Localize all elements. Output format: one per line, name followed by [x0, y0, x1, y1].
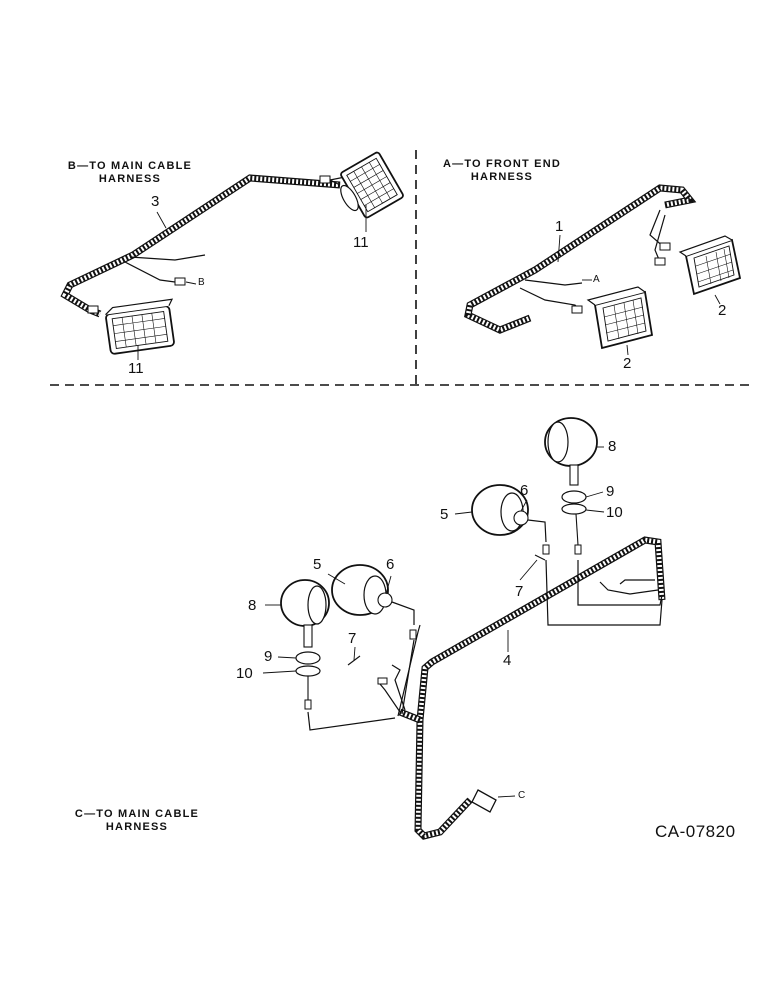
rectangular-work-lamp-icon [678, 235, 742, 296]
caption-a-line2: HARNESS [470, 171, 534, 183]
callout-8: 8 [608, 438, 617, 455]
caption-b-line2: HARNESS [98, 173, 162, 185]
leader-10 [585, 509, 605, 513]
callout-10: 10 [236, 665, 253, 682]
caption-b: B—TO MAIN CABLE HARNESS [60, 160, 200, 186]
wire-connector-icon [409, 629, 417, 640]
wire-connector-icon [574, 544, 582, 555]
leader-9 [277, 656, 297, 659]
round-flood-lamp-icon [331, 564, 415, 625]
connector-c [471, 789, 497, 813]
wire-connector-icon [377, 677, 388, 685]
leader-1 [557, 234, 561, 263]
gasket-10 [295, 665, 321, 677]
leader-b [185, 281, 197, 285]
caption-a: A—TO FRONT END HARNESS [432, 158, 572, 184]
callout-8: 8 [248, 597, 257, 614]
callout-11: 11 [353, 234, 369, 251]
mounting-plate-6 [377, 592, 393, 608]
connector-a [571, 305, 583, 314]
leader-2 [626, 344, 629, 356]
leader-9 [585, 491, 604, 498]
callout-2: 2 [718, 302, 727, 319]
rectangular-work-lamp-icon [586, 286, 654, 350]
caption-c-line2: HARNESS [105, 821, 169, 833]
callout-c: C [518, 790, 526, 801]
leader-10 [262, 670, 297, 674]
callout-1: 1 [555, 218, 564, 235]
callout-7: 7 [515, 583, 524, 600]
callout-5: 5 [440, 506, 449, 523]
connector-b [174, 277, 186, 286]
round-flood-lamp-icon [544, 417, 598, 546]
leader-2 [714, 294, 721, 305]
caption-b-line1: B—TO MAIN CABLE [67, 160, 193, 172]
harness-1 [464, 184, 697, 334]
wire-connector-icon [542, 544, 550, 555]
wire-connector-icon [659, 242, 671, 251]
leader-5 [454, 511, 473, 515]
wire-connector-icon [319, 175, 331, 184]
harness-3 [60, 174, 351, 318]
caption-c-line1: C—TO MAIN CABLE [74, 808, 200, 820]
round-flood-lamp-icon [280, 579, 361, 700]
callout-b: B [198, 277, 205, 288]
rectangular-work-lamp-icon [340, 151, 404, 219]
callout-11: 11 [128, 360, 144, 377]
callout-9: 9 [606, 483, 615, 500]
wire-connector-icon [304, 699, 312, 710]
bolt-7 [534, 554, 546, 561]
rectangular-work-lamp-icon [105, 298, 175, 355]
callout-2: 2 [623, 355, 632, 372]
wire-connector-icon [87, 305, 99, 314]
callout-6: 6 [520, 482, 529, 499]
callout-5: 5 [313, 556, 322, 573]
mounting-plate-6 [513, 510, 529, 526]
leader-c [497, 795, 516, 798]
leader-7 [353, 646, 356, 661]
callout-6: 6 [386, 556, 395, 573]
figure-code: CA-07820 [655, 822, 736, 841]
leader-6 [520, 499, 528, 512]
leader-6 [385, 575, 392, 595]
caption-c: C—TO MAIN CABLE HARNESS [62, 808, 212, 834]
gasket-10 [561, 503, 587, 515]
caption-a-line1: A—TO FRONT END [442, 158, 562, 170]
leader-7 [519, 559, 538, 581]
callout-a: A [593, 274, 600, 285]
harness-4 [304, 536, 666, 840]
leader-3 [156, 211, 167, 229]
callout-4: 4 [503, 652, 512, 669]
callout-3: 3 [151, 193, 160, 210]
round-flood-lamp-icon [471, 484, 547, 561]
wire-connector-icon [654, 257, 666, 266]
callout-7: 7 [348, 630, 357, 647]
callout-10: 10 [606, 504, 623, 521]
mounting-washer-9 [295, 651, 321, 665]
mounting-washer-9 [561, 490, 587, 504]
bolt-7 [347, 655, 361, 666]
callout-9: 9 [264, 648, 273, 665]
leader-5 [327, 573, 346, 585]
